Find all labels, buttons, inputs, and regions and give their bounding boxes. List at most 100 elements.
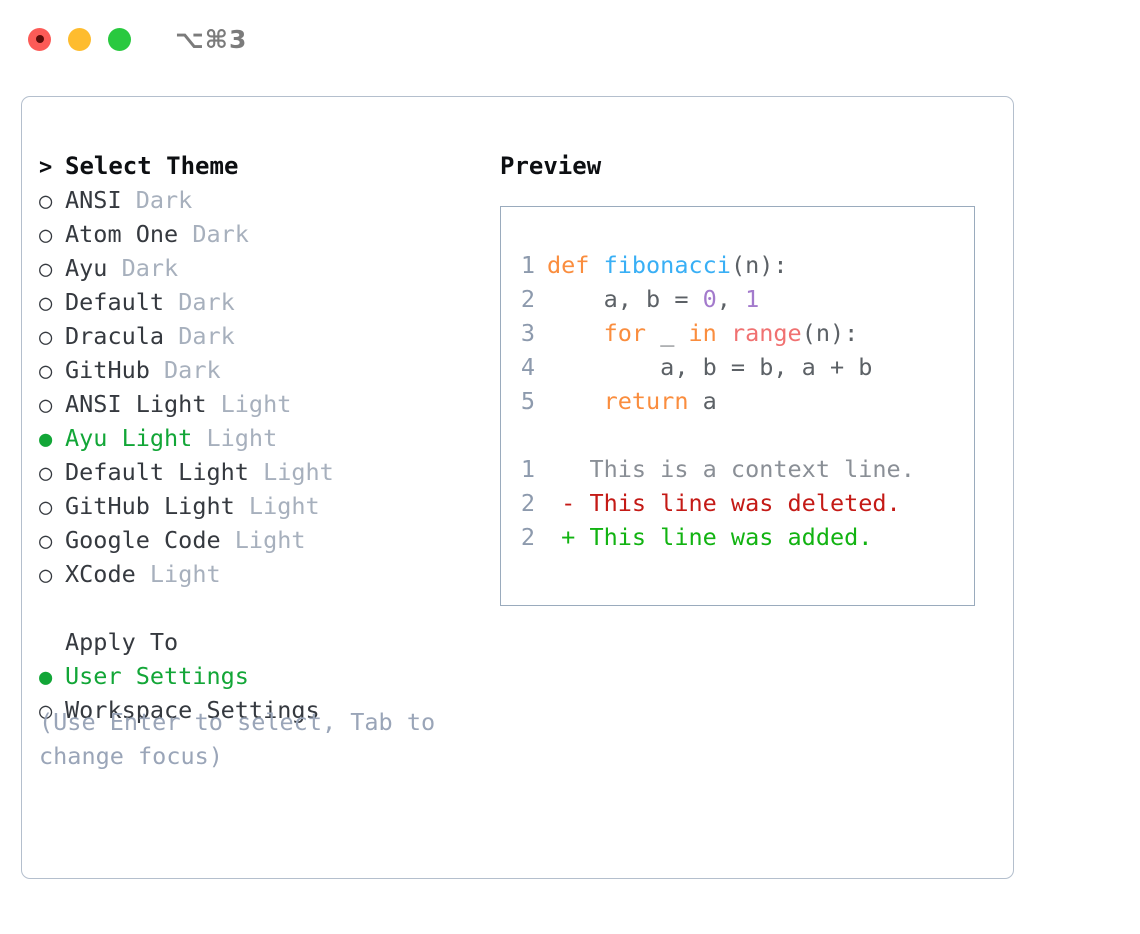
code-token-num: 1	[745, 285, 760, 313]
radio-unselected-icon: ○	[39, 393, 53, 418]
apply-to-option-label: User Settings	[65, 662, 249, 690]
code-line-number: 2	[520, 285, 535, 313]
code-token-kw: for	[603, 319, 647, 347]
code-line: 3 for _ in range(n):	[501, 316, 974, 350]
theme-option-ansi[interactable]: ○ ANSI Dark	[39, 183, 489, 217]
close-button[interactable]	[28, 27, 51, 51]
theme-option-variant: Light	[248, 458, 334, 486]
radio-unselected-icon: ○	[39, 325, 53, 350]
code-token-fn: fibonacci	[603, 251, 731, 279]
theme-option-xcode[interactable]: ○ XCode Light	[39, 557, 489, 591]
code-token-pl: a, b = b, a + b	[547, 353, 873, 381]
code-token-pl: (n):	[730, 251, 788, 279]
theme-option-variant: Dark	[121, 186, 193, 214]
diff-line-number: 1	[520, 455, 535, 483]
code-line-text: def fibonacci(n):	[547, 248, 788, 282]
apply-to-option-user-settings[interactable]: ● User Settings	[39, 659, 489, 693]
theme-option-label: Google Code	[65, 526, 221, 554]
theme-option-label: XCode	[65, 560, 136, 588]
diff-line-add: 2 + This line was added.	[501, 520, 974, 554]
theme-option-label: Ayu	[65, 254, 108, 282]
apply-to-option-label: Workspace Settings	[65, 696, 320, 724]
code-token-kw: return	[603, 387, 689, 415]
diff-line-del: 2 - This line was deleted.	[501, 486, 974, 520]
theme-option-ayu-light[interactable]: ●Ayu Light Light	[39, 421, 489, 455]
theme-option-label: ANSI Light	[65, 390, 207, 418]
theme-list: > Select Theme ○ ANSI Dark ○ Atom One Dark ○ Ay…	[39, 149, 489, 591]
minimize-button[interactable]	[68, 27, 91, 51]
code-diff-separator	[501, 418, 974, 452]
theme-option-variant: Light	[135, 560, 221, 588]
theme-option-ayu[interactable]: ○ Ayu Dark	[39, 251, 489, 285]
theme-picker-panel: > Select Theme ○ ANSI Dark ○ Atom One Dark ○ Ay…	[21, 96, 1014, 879]
diff-line-text: This is a context line.	[547, 455, 915, 483]
theme-option-github[interactable]: ○ GitHub Dark	[39, 353, 489, 387]
theme-list-title: Select Theme	[65, 152, 239, 180]
theme-option-variant: Light	[206, 390, 292, 418]
code-line-number: 5	[520, 387, 535, 415]
theme-option-variant: Light	[192, 424, 278, 452]
theme-option-label: Default Light	[65, 458, 249, 486]
theme-option-variant: Dark	[149, 356, 221, 384]
radio-unselected-icon: ○	[39, 495, 53, 520]
radio-unselected-icon: ○	[39, 563, 53, 588]
radio-unselected-icon: ○	[39, 699, 53, 724]
titlebar: ⌥⌘3	[0, 0, 1140, 78]
theme-option-label: ANSI	[65, 186, 122, 214]
keyboard-hint-text: (Use Enter to select, Tab to change focu…	[39, 708, 436, 770]
radio-unselected-icon: ○	[39, 257, 53, 282]
code-line: 4 a, b = b, a + b	[501, 350, 974, 384]
radio-unselected-icon: ○	[39, 291, 53, 316]
theme-option-variant: Dark	[107, 254, 179, 282]
radio-selected-icon: ●	[39, 665, 53, 690]
cursor-marker-icon: >	[39, 155, 53, 180]
radio-unselected-icon: ○	[39, 461, 53, 486]
apply-to-option-workspace-settings[interactable]: ○ Workspace Settings	[39, 693, 489, 727]
theme-option-default[interactable]: ○Default Dark	[39, 285, 489, 319]
theme-option-dracula[interactable]: ○Dracula Dark	[39, 319, 489, 353]
code-token-bi: range	[730, 319, 802, 347]
code-token-kw: def	[547, 251, 604, 279]
theme-option-variant: Dark	[164, 288, 235, 316]
code-line-text: return a	[547, 384, 717, 418]
code-token-pl: (n):	[801, 319, 859, 347]
theme-option-label: GitHub	[65, 356, 150, 384]
section-spacer	[39, 591, 489, 625]
theme-option-variant: Light	[234, 492, 320, 520]
code-line: 2 a, b = 0, 1	[501, 282, 974, 316]
code-line-number: 1	[520, 251, 535, 279]
code-token-pl: a, b =	[547, 285, 703, 313]
theme-option-variant: Light	[220, 526, 306, 554]
diff-line-text: - This line was deleted.	[547, 489, 901, 517]
theme-option-variant: Dark	[164, 322, 235, 350]
apply-to-list: ○Apply To ● User Settings ○ Workspace Settin…	[39, 625, 489, 727]
theme-option-label: GitHub Light	[65, 492, 235, 520]
code-token-pl	[547, 319, 604, 347]
diff-line-number: 2	[520, 523, 535, 551]
code-token-pl	[717, 319, 731, 347]
diff-line-number: 2	[520, 489, 535, 517]
theme-option-default-light[interactable]: ○ Default Light Light	[39, 455, 489, 489]
code-line-number: 3	[520, 319, 535, 347]
theme-option-github-light[interactable]: ○ GitHub Light Light	[39, 489, 489, 523]
apply-to-title: Apply To	[65, 628, 179, 656]
diff-sample: 1 This is a context line. 2 - This line w…	[501, 452, 974, 554]
theme-option-google-code[interactable]: ○ Google Code Light	[39, 523, 489, 557]
radio-unselected-icon: ○	[39, 529, 53, 554]
radio-unselected-icon: ○	[39, 189, 53, 214]
diff-line-text: + This line was added.	[547, 523, 873, 551]
maximize-button[interactable]	[108, 27, 131, 51]
code-token-pl: a	[688, 387, 717, 415]
theme-option-ansi-light[interactable]: ○ ANSI Light Light	[39, 387, 489, 421]
theme-option-label: Atom One	[65, 220, 179, 248]
apply-to-header: ○Apply To	[39, 625, 489, 659]
radio-unselected-icon: ○	[39, 359, 53, 384]
preview-heading: Preview	[500, 152, 602, 180]
radio-unselected-icon: ○	[39, 223, 53, 248]
code-line-text: a, b = 0, 1	[547, 282, 760, 316]
theme-option-atom-one[interactable]: ○Atom One Dark	[39, 217, 489, 251]
